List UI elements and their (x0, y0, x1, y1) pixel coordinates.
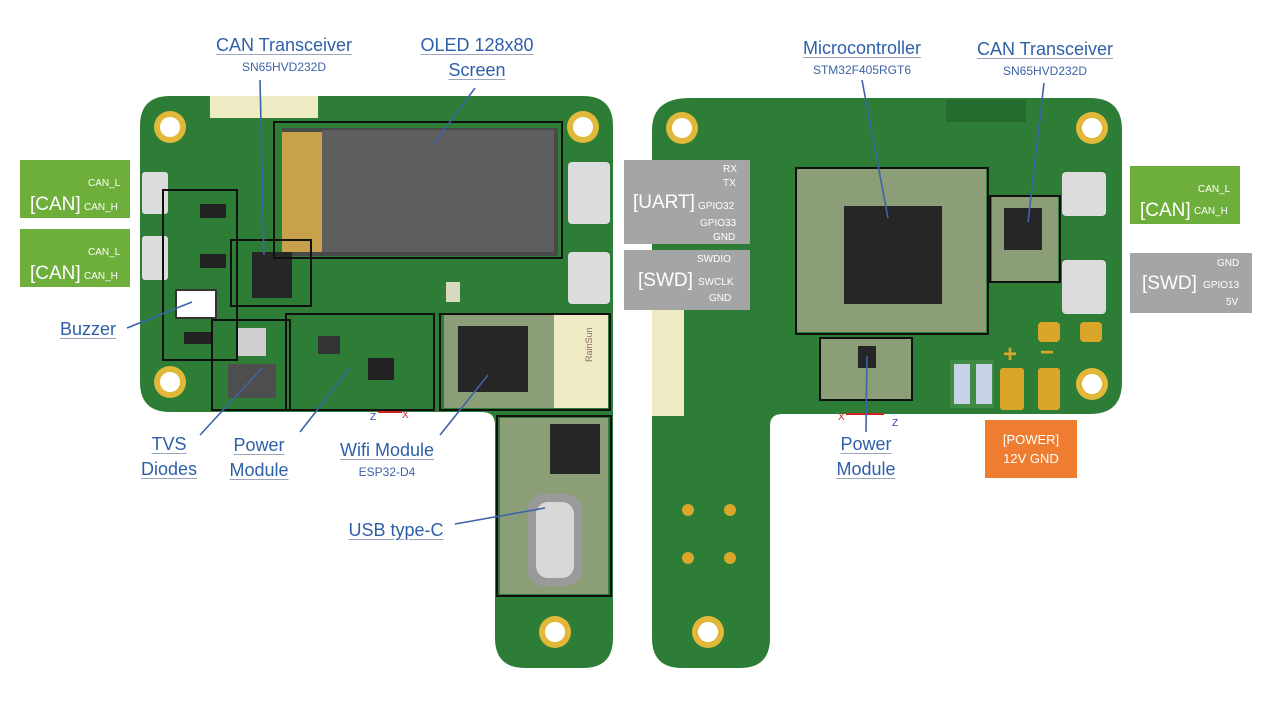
pin-label: CAN_H (1194, 206, 1228, 217)
callout-title: Buzzer (59, 319, 117, 339)
callout-can-transceiver-left: CAN Transceiver SN65HVD232D (196, 33, 372, 74)
buzzer-brand-text: RainSun (584, 327, 594, 362)
power-box-line2: 12V GND (1003, 451, 1059, 466)
pin-label: CAN_H (84, 271, 118, 282)
callout-subtitle: STM32F405RGT6 (812, 63, 912, 77)
axis-z-label-left: Z (370, 412, 376, 423)
pin-box-label: [CAN] (30, 263, 81, 284)
callout-title: CAN Transceiver (215, 35, 353, 55)
callout-usb-type-c: USB type-C (336, 518, 456, 543)
pin-box-can-2: [CAN] CAN_L CAN_H (20, 229, 130, 287)
pin-label: SWCLK (698, 277, 734, 288)
pin-box-uart: [UART] RX TX GPIO32 GPIO33 GND (624, 160, 750, 244)
pin-box-swd-right: [SWD] GND GPIO13 5V (1130, 253, 1252, 313)
callout-microcontroller: Microcontroller STM32F405RGT6 (780, 36, 944, 77)
callout-title: Microcontroller (802, 38, 922, 58)
callout-oled-screen: OLED 128x80 Screen (404, 33, 550, 83)
callout-line2: Screen (448, 60, 506, 80)
callout-title: CAN Transceiver (976, 39, 1114, 59)
pin-label: SWDIO (697, 254, 731, 265)
pin-box-can-right: [CAN] CAN_L CAN_H (1130, 166, 1240, 224)
pin-label: GPIO13 (1203, 280, 1240, 291)
callout-can-transceiver-right: CAN Transceiver SN65HVD232D (957, 37, 1133, 78)
callout-subtitle: SN65HVD232D (241, 60, 327, 74)
pin-label: GND (713, 232, 736, 243)
pin-box-can-1: [CAN] CAN_L CAN_H (20, 160, 130, 218)
callout-power-module-right: Power Module (826, 432, 906, 482)
pin-label: GPIO32 (698, 201, 735, 212)
pin-box-label: [UART] (633, 192, 695, 213)
callout-tvs-diodes: TVS Diodes (128, 432, 210, 482)
pin-box-label: [SWD] (638, 270, 693, 291)
callout-buzzer: Buzzer (48, 317, 128, 342)
pin-label: CAN_L (88, 247, 121, 258)
callout-title: Wifi Module (339, 440, 435, 460)
callout-line2: Diodes (140, 459, 198, 479)
minus-silk: − (1040, 339, 1054, 366)
callout-line1: Power (840, 434, 892, 454)
callout-subtitle: SN65HVD232D (1002, 64, 1088, 78)
pin-label: GND (1217, 258, 1240, 269)
pin-label: CAN_L (1198, 184, 1231, 195)
callout-line2: Module (229, 460, 289, 480)
callout-title: USB type-C (348, 520, 444, 540)
callout-line1: TVS (151, 434, 187, 454)
callout-line1: Power (233, 435, 285, 455)
pin-box-label: [CAN] (30, 194, 81, 215)
leader-lines (126, 79, 1045, 525)
axis-z-label-right: Z (892, 418, 898, 429)
axis-x-label-right: X (838, 412, 845, 423)
pin-label: 5V (1226, 297, 1239, 308)
mounting-holes-left (154, 111, 599, 648)
pin-label: CAN_H (84, 202, 118, 213)
pin-label: TX (723, 178, 736, 189)
pin-label: RX (723, 164, 737, 175)
callout-line1: OLED 128x80 (420, 35, 534, 55)
callout-wifi-module: Wifi Module ESP32-D4 (322, 438, 452, 479)
left-board: RainSun Z X (140, 96, 613, 668)
pin-box-label: [SWD] (1142, 273, 1197, 294)
pin-label: GND (709, 293, 732, 304)
callout-line2: Module (836, 459, 896, 479)
mounting-holes-right (666, 112, 1108, 648)
callout-subtitle: ESP32-D4 (358, 465, 416, 479)
pin-label: GPIO33 (700, 218, 737, 229)
plus-silk: + (1003, 341, 1017, 368)
pin-box-label: [CAN] (1140, 200, 1191, 221)
axis-x-label-left: X (402, 410, 409, 421)
pin-label: CAN_L (88, 178, 121, 189)
callout-power-module-left: Power Module (218, 433, 300, 483)
pin-box-power: [POWER] 12V GND (985, 420, 1077, 478)
power-box-line1: [POWER] (1002, 432, 1060, 447)
pin-box-swd-left: [SWD] SWDIO SWCLK GND (624, 250, 750, 310)
